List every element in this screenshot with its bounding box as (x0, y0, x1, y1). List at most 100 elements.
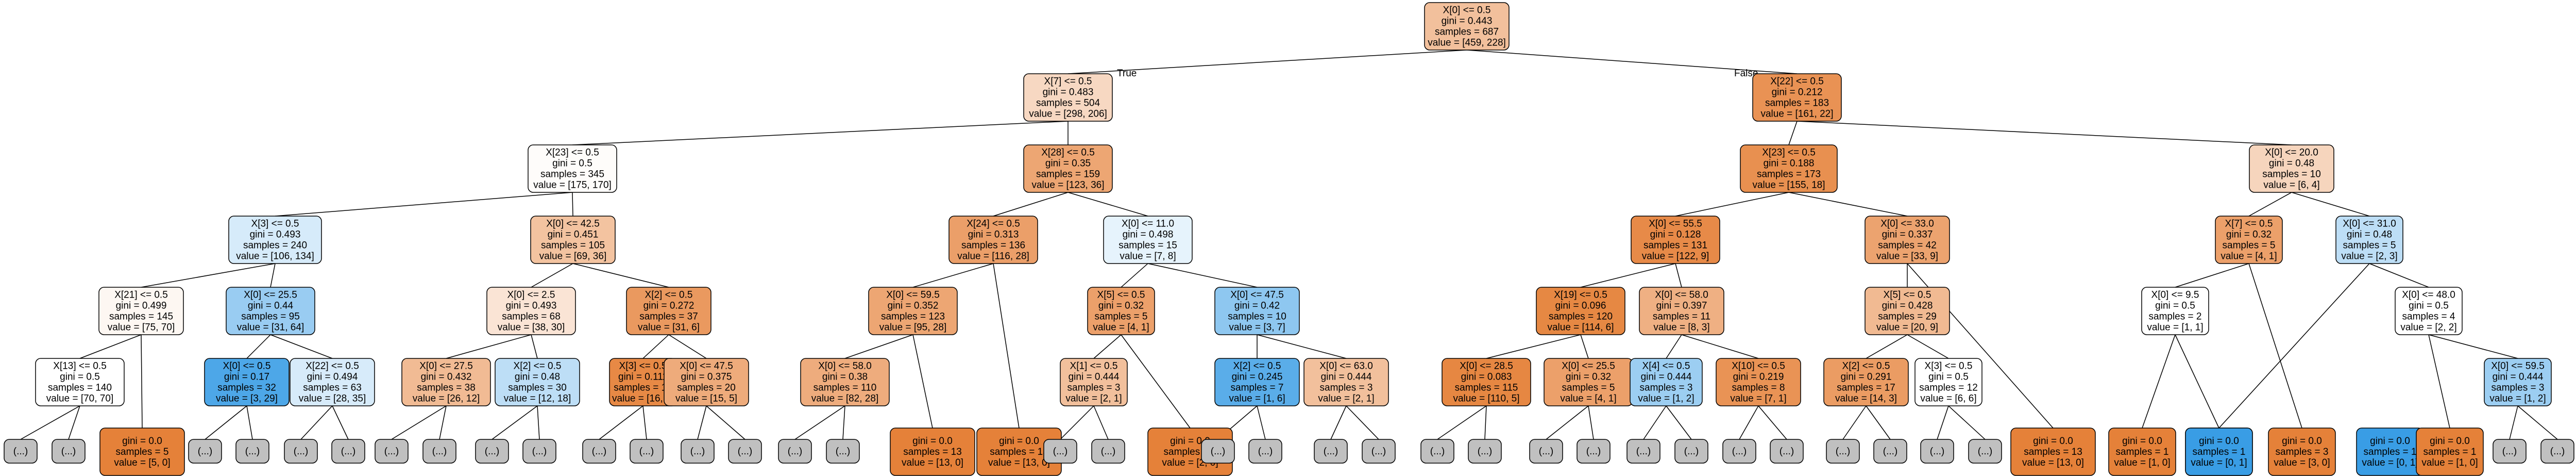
ellipsis-label: (...) (198, 446, 213, 457)
node-box (1631, 216, 1720, 264)
tree-edge (706, 405, 745, 440)
node-box (1214, 358, 1300, 406)
tree-edge (844, 334, 913, 359)
tree-edge (1067, 50, 1467, 74)
node-text-line: samples = 17 (614, 383, 672, 393)
tree-edge (1121, 263, 1148, 288)
node-box (1639, 287, 1724, 335)
ellipsis-node: (...) (1248, 439, 1282, 464)
node-text-line: gini = 0.0 (122, 436, 162, 447)
node-text-line: samples = 3 (1320, 383, 1373, 393)
node-box (626, 287, 711, 335)
node-text-line: value = [75, 70] (108, 322, 175, 333)
node-text-line: value = [3, 29] (216, 393, 278, 404)
node-text-line: samples = 120 (1549, 311, 1613, 322)
node-box (1752, 73, 1842, 122)
tree-edge (1643, 405, 1667, 440)
tree-edge (537, 405, 540, 440)
ellipsis-box (1314, 439, 1348, 464)
node-text-line: X[7] <= 0.5 (1044, 76, 1092, 87)
ellipsis-node: (...) (1314, 439, 1348, 464)
ellipsis-node: (...) (375, 439, 409, 464)
ellipsis-box (778, 439, 812, 464)
ellipsis-box (1468, 439, 1502, 464)
node-text-line: gini = 0.5 (552, 158, 592, 169)
node-text-line: samples = 1 (2424, 447, 2477, 457)
node-text-line: samples = 3 (2492, 383, 2545, 393)
node-text-line: samples = 123 (881, 311, 945, 322)
tree-edge (1546, 405, 1589, 440)
node-box (1060, 358, 1128, 406)
node-text-line: X[1] <= 0.5 (1070, 361, 1118, 372)
node-text-line: gini = 0.219 (1733, 372, 1784, 383)
ellipsis-node: (...) (1968, 439, 2002, 464)
ellipsis-node: (...) (728, 439, 762, 464)
tree-edge (1346, 405, 1379, 440)
tree-edge (1257, 334, 1347, 359)
tree-edge (1060, 405, 1094, 440)
node-box (2268, 428, 2336, 476)
node-text-line: gini = 0.17 (224, 372, 269, 383)
ellipsis-node: (...) (1043, 439, 1077, 464)
ellipsis-node: (...) (778, 439, 812, 464)
ellipsis-label: (...) (2502, 446, 2517, 457)
tree-edge (141, 263, 276, 288)
tree-edge (572, 192, 573, 217)
node-box (1536, 287, 1625, 335)
node-text-line: samples = 105 (541, 240, 605, 251)
ellipsis-node: (...) (1770, 439, 1804, 464)
ellipsis-node: (...) (1577, 439, 1611, 464)
ellipsis-node: (...) (1920, 439, 1954, 464)
node-text-line: gini = 0.272 (643, 301, 694, 311)
node-text-line: value = [2, 3] (2341, 251, 2397, 262)
node-text-line: X[4] <= 0.5 (1642, 361, 1690, 372)
node-text-line: X[23] <= 0.5 (1762, 147, 1816, 158)
node-text-line: value = [31, 64] (237, 322, 304, 333)
node-text-line: samples = 345 (540, 169, 604, 180)
node-box (2249, 144, 2334, 193)
node-text-line: gini = 0.111 (618, 372, 668, 383)
ellipsis-node: (...) (681, 439, 715, 464)
node-text-line: value = [13, 0] (988, 457, 1050, 468)
node-text-line: X[10] <= 0.5 (1732, 361, 1785, 372)
node-text-line: gini = 0.0 (1170, 436, 1210, 447)
ellipsis-label: (...) (738, 446, 753, 457)
tree-edge (668, 334, 707, 359)
node-text-line: value = [4, 1] (2221, 251, 2277, 262)
node-text-line: samples = 5 (1562, 383, 1615, 393)
node-text-line: gini = 0.38 (822, 372, 868, 383)
node-text-line: samples = 1 (2193, 447, 2246, 457)
ellipsis-box (1201, 439, 1235, 464)
tree-edge (1907, 334, 1949, 359)
node-text-line: X[5] <= 0.5 (1884, 290, 1931, 301)
ellipsis-label: (...) (788, 446, 803, 457)
node-text-line: X[0] <= 33.0 (1880, 219, 1934, 229)
tree-edge (1147, 263, 1258, 288)
ellipsis-node: (...) (1468, 439, 1502, 464)
tree-edge (572, 263, 669, 288)
ellipsis-node: (...) (522, 439, 556, 464)
ellipsis-node: (...) (2540, 439, 2574, 464)
tree-edge (1788, 192, 1908, 217)
node-text-line: samples = 115 (1455, 383, 1518, 393)
node-box (1865, 287, 1950, 335)
ellipsis-label: (...) (1258, 446, 1273, 457)
node-text-line: X[28] <= 0.5 (1041, 147, 1095, 158)
node-text-line: value = [69, 36] (539, 251, 606, 262)
tree-edge (1681, 334, 1759, 359)
